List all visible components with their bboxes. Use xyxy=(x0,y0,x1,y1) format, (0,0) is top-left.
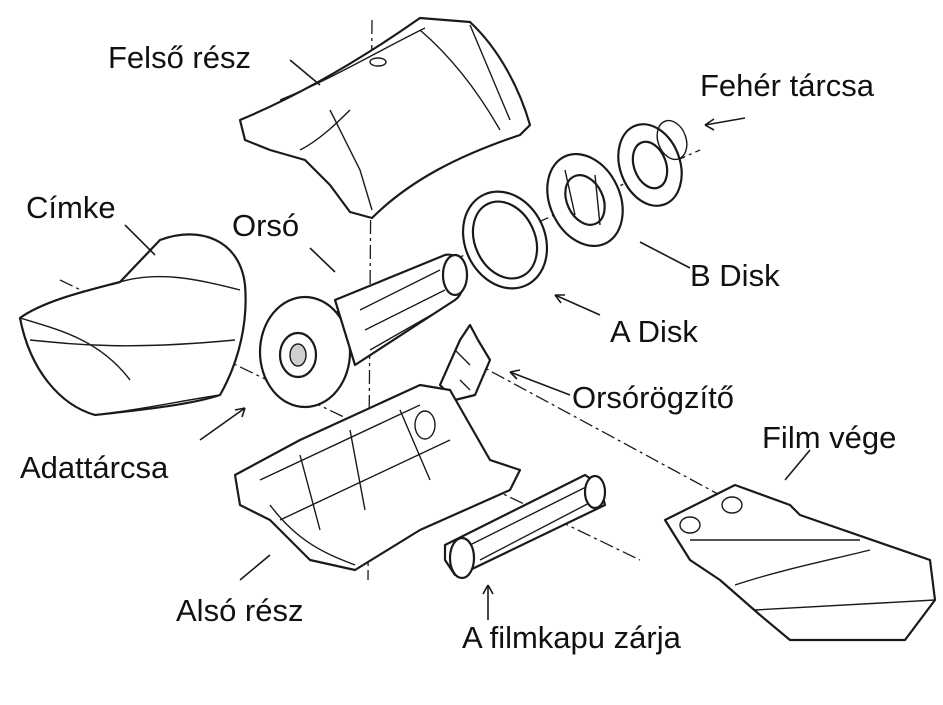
label-film-vege: Film vége xyxy=(762,420,897,455)
leader-also-resz xyxy=(239,554,271,581)
label-orsorogzito: Orsórögzítő xyxy=(572,380,734,415)
leader-feher-tarcsa xyxy=(704,117,746,126)
leader-film-vege xyxy=(784,449,811,481)
arrow-orsorogzito xyxy=(509,369,521,380)
leader-orsorogzito xyxy=(509,371,571,396)
label-sheet xyxy=(18,233,247,417)
leader-orso xyxy=(309,247,336,273)
label-a-disk: A Disk xyxy=(610,314,698,349)
label-filmkapu-zarja: A filmkapu zárja xyxy=(462,620,681,655)
leader-felso-resz xyxy=(289,59,321,86)
leader-b-disk xyxy=(639,241,691,269)
upper-shell xyxy=(238,16,532,220)
spool-retainer xyxy=(438,323,492,402)
spool xyxy=(258,253,469,409)
leader-cimke xyxy=(124,224,156,256)
white-disk xyxy=(617,119,688,207)
arrow-adattarcsa xyxy=(234,407,246,418)
lower-shell xyxy=(233,383,522,572)
leader-adattarcsa xyxy=(199,407,246,441)
label-orso: Orsó xyxy=(232,208,300,243)
label-b-disk: B Disk xyxy=(690,258,780,293)
label-also-resz: Alsó rész xyxy=(176,593,304,628)
label-felso-resz: Felső rész xyxy=(108,40,251,75)
b-disk xyxy=(546,152,624,248)
arrow-a-disk xyxy=(554,294,565,304)
arrow-feher-tarcsa xyxy=(704,118,715,131)
label-cimke: Címke xyxy=(26,190,116,225)
label-feher-tarcsa: Fehér tárcsa xyxy=(700,68,875,103)
arrow-filmkapu-zarja xyxy=(482,584,494,595)
leader-a-disk xyxy=(554,294,601,316)
label-adattarcsa: Adattárcsa xyxy=(20,450,169,485)
a-disk xyxy=(461,190,549,290)
film-gate-closer xyxy=(443,473,607,580)
film-end xyxy=(663,483,937,642)
